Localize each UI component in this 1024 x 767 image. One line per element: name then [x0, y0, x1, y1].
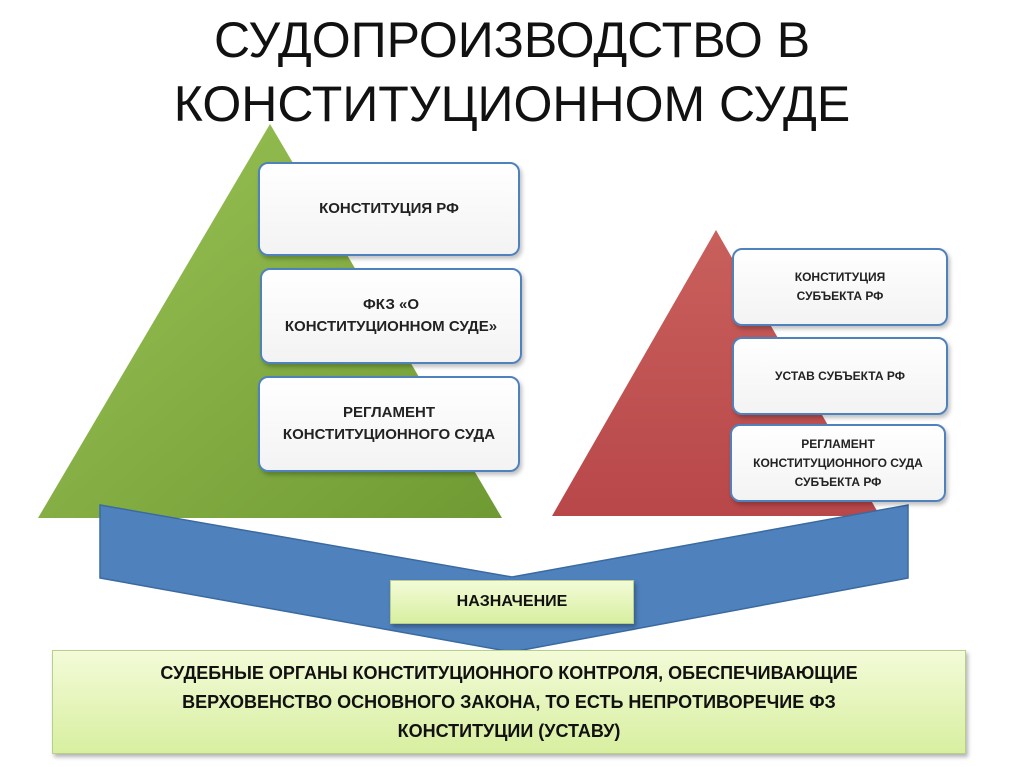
title-line-2: КОНСТИТУЦИОННОМ СУДЕ — [173, 76, 851, 132]
merge-arrow — [99, 504, 909, 653]
right-item-3: РЕГЛАМЕНТ КОНСТИТУЦИОННОГО СУДА СУБЪЕКТА… — [730, 424, 946, 502]
purpose-label: НАЗНАЧЕНИЕ — [390, 580, 634, 624]
right-item-2: УСТАВ СУБЪЕКТА РФ — [732, 337, 948, 415]
left-item-1: КОНСТИТУЦИЯ РФ — [258, 162, 520, 256]
left-item-2: ФКЗ «О КОНСТИТУЦИОННОМ СУДЕ» — [260, 268, 522, 364]
title-line-1: СУДОПРОИЗВОДСТВО В — [213, 12, 811, 68]
left-item-3: РЕГЛАМЕНТ КОНСТИТУЦИОННОГО СУДА — [258, 376, 520, 472]
page-title: СУДОПРОИЗВОДСТВО В КОНСТИТУЦИОННОМ СУДЕ — [0, 8, 1024, 136]
right-item-1: КОНСТИТУЦИЯ СУБЪЕКТА РФ — [732, 248, 948, 326]
conclusion-box: СУДЕБНЫЕ ОРГАНЫ КОНСТИТУЦИОННОГО КОНТРОЛ… — [52, 650, 966, 754]
